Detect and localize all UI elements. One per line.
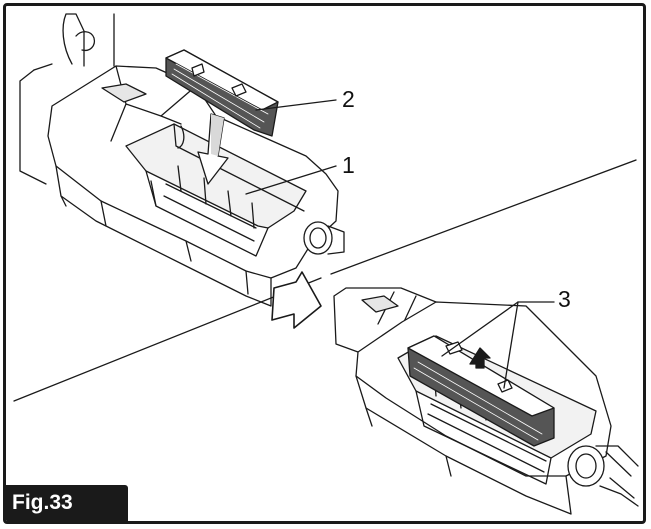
top-illustration bbox=[19, 13, 345, 307]
figure-label: Fig.33 bbox=[6, 485, 128, 521]
callout-number-3: 3 bbox=[558, 286, 571, 312]
figure-frame: 2 1 3 Fig.33 bbox=[3, 3, 646, 524]
callout-1-leader bbox=[245, 165, 337, 195]
callout-2-leader bbox=[255, 99, 337, 111]
bottom-illustration bbox=[333, 287, 639, 515]
transition-arrow bbox=[271, 271, 322, 329]
callout-number-1: 1 bbox=[342, 152, 355, 178]
callout-number-2: 2 bbox=[342, 86, 355, 112]
callout-3-leader-b bbox=[441, 301, 519, 357]
divider-line bbox=[13, 277, 322, 402]
callout-3-leader-c bbox=[503, 301, 519, 389]
installation-illustration bbox=[13, 13, 639, 515]
divider-line-right bbox=[330, 159, 637, 275]
